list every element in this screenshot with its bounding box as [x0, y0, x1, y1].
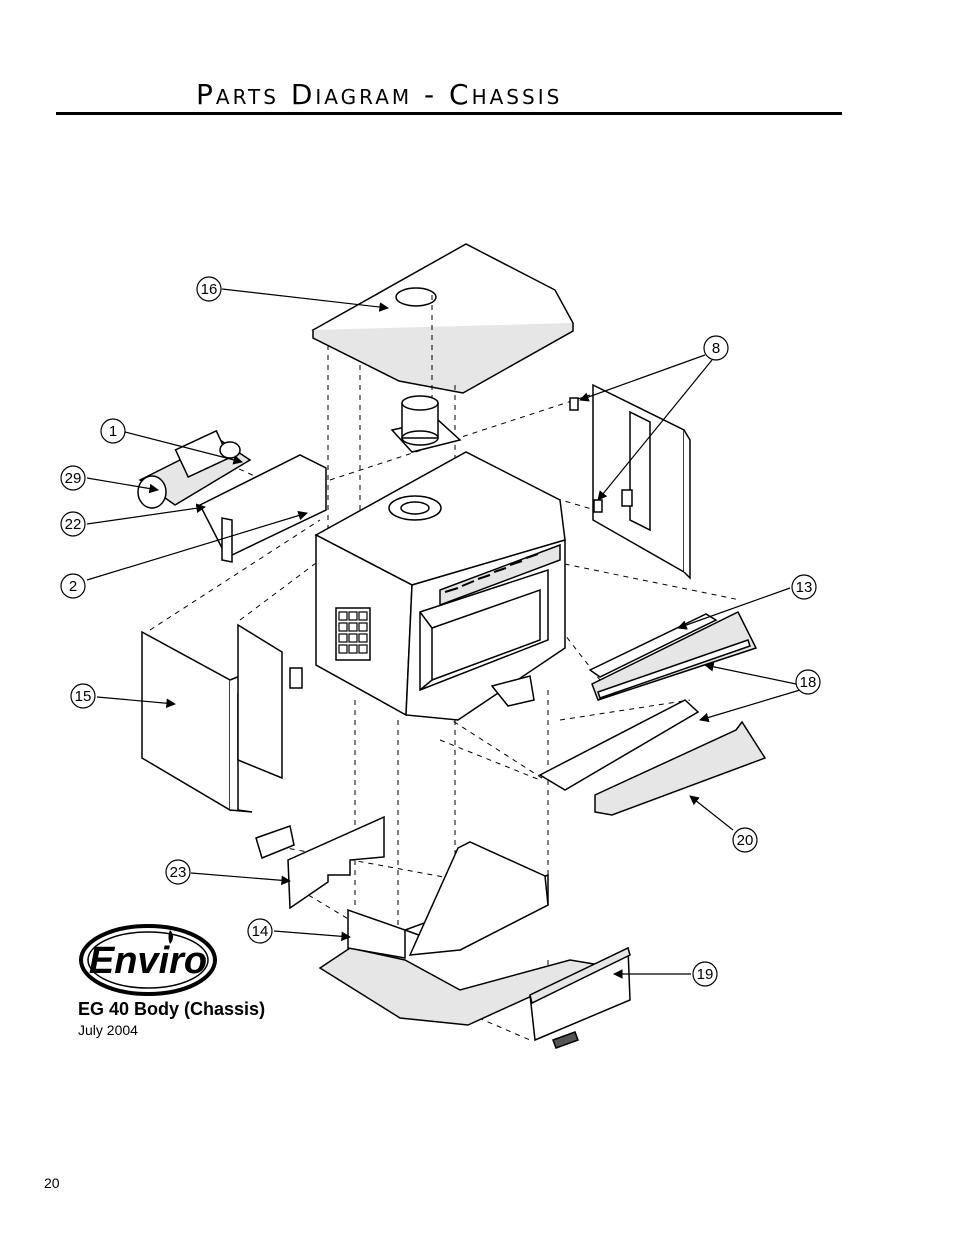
page-number: 20 — [44, 1175, 60, 1191]
svg-text:22: 22 — [65, 516, 82, 533]
svg-text:29: 29 — [65, 470, 82, 487]
flame-icon — [168, 930, 173, 944]
page-title: Parts Diagram - Chassis — [196, 78, 563, 111]
part-23-rear-panel — [255, 815, 385, 910]
part-13-18-trim — [588, 610, 758, 701]
part-14-base — [318, 841, 603, 1026]
part-8-right-panel — [569, 383, 691, 580]
callout-23: 23 — [165, 859, 191, 885]
svg-text:19: 19 — [697, 966, 714, 983]
callout-1: 1 — [100, 418, 126, 444]
svg-text:8: 8 — [712, 340, 720, 357]
callout-20: 20 — [732, 827, 758, 853]
callout-16: 16 — [196, 276, 222, 302]
svg-text:13: 13 — [796, 579, 813, 596]
enviro-logo: Enviro — [78, 922, 218, 998]
svg-text:16: 16 — [201, 281, 218, 298]
diagram-caption: EG 40 Body (Chassis) — [78, 999, 266, 1019]
svg-text:2: 2 — [69, 578, 77, 595]
title-rule — [56, 112, 842, 115]
callout-15: 15 — [70, 683, 96, 709]
callout-8: 8 — [703, 335, 729, 361]
svg-text:14: 14 — [252, 923, 269, 940]
callout-13: 13 — [791, 574, 817, 600]
svg-text:20: 20 — [737, 832, 754, 849]
callout-18: 18 — [795, 669, 821, 695]
diagram-date: July 2004 — [78, 1022, 138, 1038]
logo-wordmark: Enviro — [89, 940, 207, 982]
svg-text:23: 23 — [170, 864, 187, 881]
svg-text:15: 15 — [75, 688, 92, 705]
callout-14: 14 — [247, 918, 273, 944]
part-2-22-bracket — [198, 454, 327, 563]
part-19-front-trim — [529, 946, 631, 1049]
part-16-top-plate — [311, 243, 575, 394]
flue-collar — [390, 395, 462, 453]
callout-leaders — [86, 288, 801, 979]
callout-29: 29 — [60, 465, 86, 491]
callout-22: 22 — [60, 511, 86, 537]
callout-2: 2 — [60, 573, 86, 599]
svg-text:18: 18 — [800, 674, 817, 691]
callout-19: 19 — [692, 961, 718, 987]
part-20-trim — [538, 699, 767, 816]
part-15-left-panel — [141, 623, 303, 813]
svg-text:1: 1 — [109, 423, 117, 440]
main-body-chassis — [314, 451, 566, 721]
